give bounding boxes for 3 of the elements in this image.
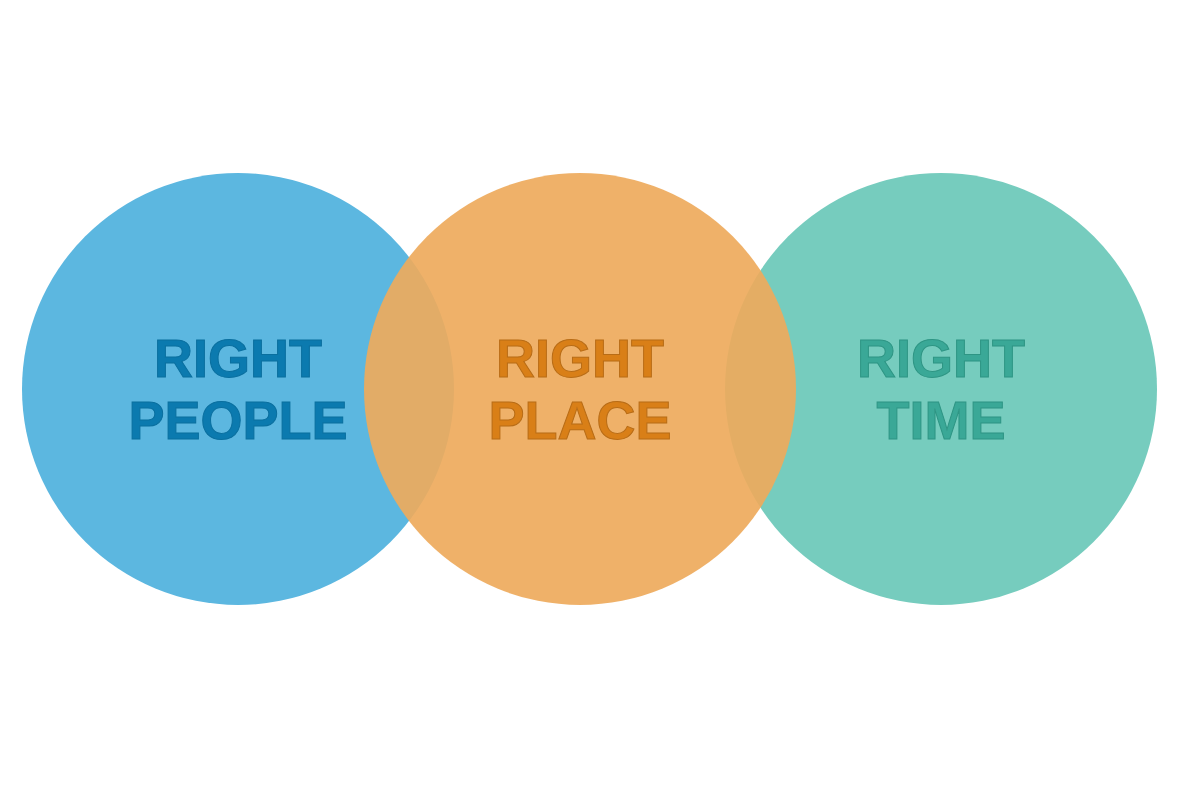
circle-label: RIGHT TIME: [856, 327, 1026, 451]
circle-label: RIGHT PEOPLE: [127, 327, 349, 451]
circle-label: RIGHT PLACE: [487, 327, 673, 451]
